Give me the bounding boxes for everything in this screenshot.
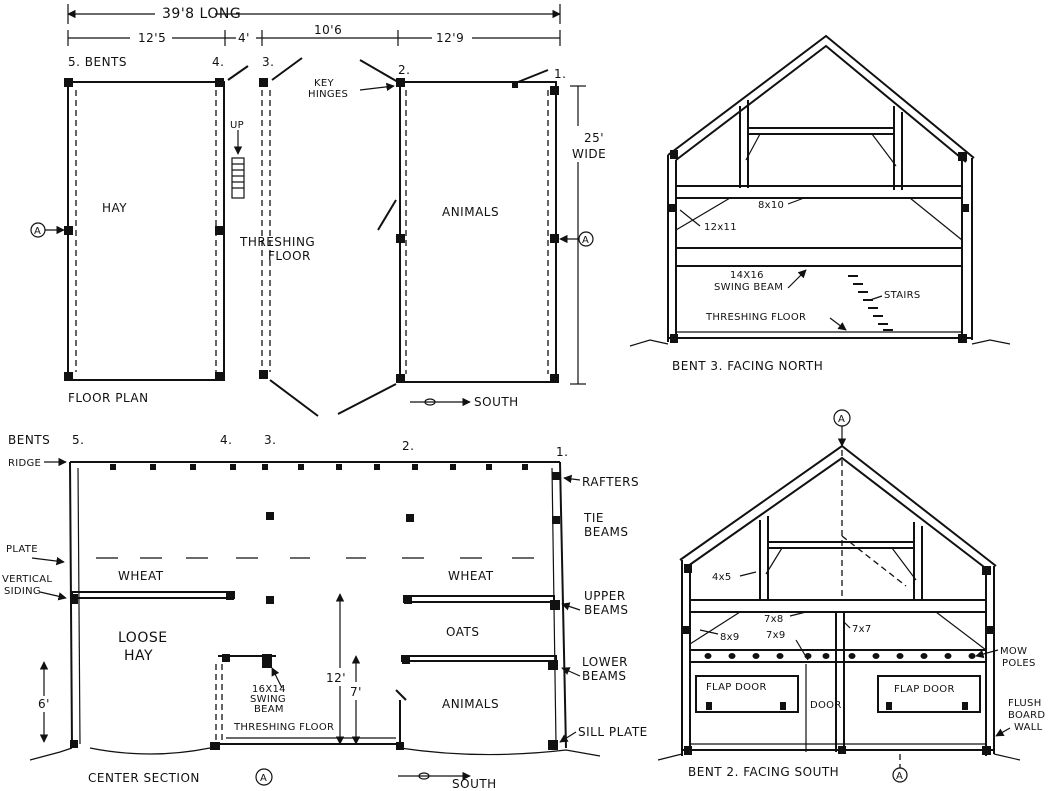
svg-text:A: A <box>838 414 845 425</box>
bent2-flap-door-right <box>877 675 981 713</box>
cs-swing-label-3: BEAM <box>254 704 284 715</box>
fp-bent-2-label: 2. <box>398 63 410 77</box>
svg-text:A: A <box>896 771 903 782</box>
dim-bay-2: 12'9 <box>436 31 464 45</box>
fp-bent-3-label: 3. <box>262 55 274 69</box>
bent2-flap-door-left-label: FLAP DOOR <box>706 682 767 693</box>
bent3-12x11-label: 12x11 <box>704 222 737 233</box>
bent3-swing-beam-label-1: 14X16 <box>730 270 764 281</box>
cs-height-6: 6' <box>38 697 50 711</box>
fp-bent-1-label: 1. <box>554 67 566 81</box>
fp-title: FLOOR PLAN <box>68 391 149 405</box>
cs-wheat-left: WHEAT <box>118 569 164 583</box>
cs-tie-label: TIE <box>583 511 604 525</box>
fp-south-arrow: SOUTH <box>410 395 519 409</box>
bent2-board-label: BOARD <box>1008 710 1045 721</box>
cs-bent-4-label: 4. <box>220 433 232 447</box>
fp-hay-label: HAY <box>102 201 127 215</box>
cs-beams-label-1: BEAMS <box>584 525 629 539</box>
cs-oats-label: OATS <box>446 625 479 639</box>
bent3-threshing-label: THRESHING FLOOR <box>705 312 806 323</box>
bent2-flush-label: FLUSH <box>1008 698 1042 709</box>
cs-lower-label: LOWER <box>582 655 628 669</box>
bent2-7x8-label: 7x8 <box>764 614 784 625</box>
bent2-wall-label: WALL <box>1014 722 1043 733</box>
cs-loose-label: LOOSE <box>118 630 168 646</box>
bent3-stairs-label: STAIRS <box>884 290 921 301</box>
bent-3-elevation: 8x10 12x11 14X16 SWING BEAM STAIRS THRES… <box>629 34 1011 373</box>
cs-section-mark <box>255 768 273 786</box>
fp-bent-4-label: 4. <box>212 55 224 69</box>
fp-stairs <box>231 157 245 199</box>
cs-height-7: 7' <box>350 685 362 699</box>
bent2-poles-label: POLES <box>1002 658 1036 669</box>
overall-length-dimension: 39'8 LONG <box>67 4 561 24</box>
bent2-title: BENT 2. FACING SOUTH <box>688 765 839 779</box>
fp-animals-bay <box>399 81 557 383</box>
fp-width-label-2: WIDE <box>572 147 606 161</box>
cs-beams-label-2: BEAMS <box>584 603 629 617</box>
svg-text:A: A <box>260 773 267 784</box>
center-section: BENTS 5. 4. 3. 2. 1. <box>2 433 648 791</box>
cs-siding-label: SIDING <box>4 586 41 597</box>
fp-threshing-label-2: FLOOR <box>268 249 311 263</box>
cs-title: CENTER SECTION <box>88 771 200 785</box>
cs-bent-5-label: 5. <box>72 433 84 447</box>
bent2-mow-label: MOW <box>1000 646 1027 657</box>
fp-bents-label: 5. BENTS <box>68 55 127 69</box>
fp-key-hinges-label-1: KEY <box>314 78 334 89</box>
bent2-flap-door-left <box>695 675 799 713</box>
cs-threshing-label: THRESHING FLOOR <box>233 722 334 733</box>
bent2-flap-door-right-label: FLAP DOOR <box>894 684 955 695</box>
svg-text:SOUTH: SOUTH <box>474 395 519 409</box>
cs-swing-label-2: SWING <box>250 694 286 705</box>
cs-bent-3-label: 3. <box>264 433 276 447</box>
bent3-8x10-label: 8x10 <box>758 200 784 211</box>
cs-bents-label: BENTS <box>8 433 50 447</box>
svg-text:SOUTH: SOUTH <box>452 777 497 791</box>
fp-up-label: UP <box>230 120 244 131</box>
bent3-title: BENT 3. FACING NORTH <box>672 359 823 373</box>
cs-wheat-right: WHEAT <box>448 569 494 583</box>
cs-sill-label: SILL PLATE <box>578 725 648 739</box>
fp-hay-bay <box>67 81 225 381</box>
cs-swing-label-1: 16X14 <box>252 684 286 695</box>
fp-animals-label: ANIMALS <box>442 205 499 219</box>
svg-text:A: A <box>582 235 589 246</box>
cs-bent-2-label: 2. <box>402 439 414 453</box>
bent2-door-label: DOOR <box>810 700 842 711</box>
cs-animals-label: ANIMALS <box>442 697 499 711</box>
dim-bay-5: 12'5 <box>138 31 166 45</box>
svg-text:A: A <box>34 226 41 237</box>
floor-plan: 5. BENTS 4. 3. 2. 1. <box>30 55 610 417</box>
bent2-8x9-label: 8x9 <box>720 632 740 643</box>
cs-vertical-label: VERTICAL <box>2 574 52 585</box>
fp-width-label-1: 25' <box>584 131 604 145</box>
fp-key-hinges-label-2: HINGES <box>308 89 348 100</box>
bent2-7x9-label: 7x9 <box>766 630 786 641</box>
cs-beams-label-3: BEAMS <box>582 669 627 683</box>
cs-plate-label: PLATE <box>6 544 38 555</box>
bent2-4x5-label: 4x5 <box>712 572 732 583</box>
cs-bent-1-label: 1. <box>556 445 568 459</box>
fp-threshing-label-1: THRESHING <box>239 235 315 249</box>
bent2-section-mark-bottom <box>892 767 908 783</box>
overall-length-label: 39'8 LONG <box>162 6 241 22</box>
cs-height-12: 12' <box>326 671 346 685</box>
bay-dimensions: 12'5 4' 10'6 12'9 <box>67 22 561 46</box>
cs-ridge-label: RIDGE <box>8 458 41 469</box>
dim-bay-3: 10'6 <box>314 23 342 37</box>
dim-bay-4: 4' <box>238 31 250 45</box>
bent-2-elevation: A <box>657 409 1045 783</box>
cs-rafters-label: RAFTERS <box>582 475 639 489</box>
bent3-swing-beam-label-2: SWING BEAM <box>714 282 783 293</box>
cs-south-arrow: SOUTH <box>398 771 497 791</box>
bent3-stairs <box>848 275 893 331</box>
cs-upper-label: UPPER <box>584 589 626 603</box>
bent2-7x7-label: 7x7 <box>852 624 872 635</box>
cs-hay-label: HAY <box>124 648 153 664</box>
